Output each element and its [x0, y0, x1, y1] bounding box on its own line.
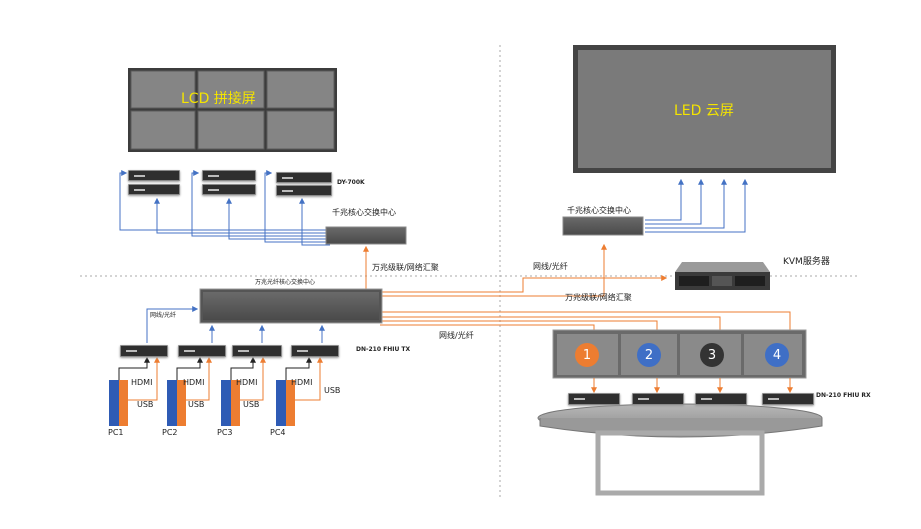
pc4-label: PC4 — [270, 428, 286, 437]
pc3-hdmi-label: HDMI — [236, 378, 258, 387]
console-slot-2: 2 — [637, 343, 661, 367]
pc2-usb-label: USB — [188, 400, 205, 409]
console-slot-4: 4 — [765, 343, 789, 367]
tx-encoder — [178, 345, 226, 357]
pc1-usb-label: USB — [137, 400, 154, 409]
tx-uplinks — [146, 306, 325, 343]
pc4-usb-label: USB — [324, 386, 341, 395]
decoder-model-label: DY-700K — [337, 179, 365, 186]
pc2-hdmi-label: HDMI — [183, 378, 205, 387]
lcd-decoder — [128, 184, 180, 195]
pc4-hdmi-label: HDMI — [291, 378, 313, 387]
lcd-decoder — [202, 170, 256, 181]
lcd-decoder — [276, 172, 332, 183]
pc1-label: PC1 — [108, 428, 124, 437]
kvm-server — [675, 262, 770, 290]
cascade-link-right — [380, 243, 668, 297]
net-fiber-label-left: 网线/光纤 — [150, 312, 177, 319]
lcd-video-wall — [128, 68, 337, 152]
rx-downlinks — [380, 311, 791, 330]
lcd-decoder — [276, 185, 332, 196]
core-switch-label: 万兆光纤核心交换中心 — [255, 279, 316, 286]
console-to-rx — [591, 378, 793, 394]
left-switch-label: 千兆核心交换中心 — [332, 208, 396, 217]
pc3-usb-label: USB — [243, 400, 260, 409]
kvm-server-label: KVM服务器 — [783, 257, 830, 267]
rx-decoder — [695, 393, 747, 405]
lcd-decoder — [128, 170, 180, 181]
pc-towers — [109, 380, 295, 426]
pc3-label: PC3 — [217, 428, 233, 437]
net-fiber-label-bottom: 网线/光纤 — [439, 331, 474, 340]
console-slot-1: 1 — [575, 343, 599, 367]
tx-encoder — [120, 345, 168, 357]
cascade-label-right: 万兆级联/网络汇聚 — [565, 293, 632, 302]
lcd-decoder-links — [119, 170, 330, 246]
net-fiber-label-kvm: 网线/光纤 — [533, 262, 568, 271]
rx-decoder — [632, 393, 684, 405]
rx-decoder — [762, 393, 814, 405]
led-screen-label: LED 云屏 — [674, 103, 734, 119]
right-switch-label: 千兆核心交换中心 — [567, 206, 631, 215]
pc1-hdmi-label: HDMI — [131, 378, 153, 387]
led-screen — [573, 45, 836, 173]
cascade-label-left: 万兆级联/网络汇聚 — [372, 263, 439, 272]
console-slot-3: 3 — [700, 343, 724, 367]
pc-cables — [118, 356, 323, 401]
tx-encoder — [291, 345, 339, 357]
lcd-wall-label: LCD 拼接屏 — [181, 91, 256, 107]
right-gigabit-switch — [562, 216, 644, 236]
rx-decoder — [568, 393, 620, 405]
tx-model-label: DN-210 FHIU TX — [356, 346, 411, 353]
tx-encoder — [232, 345, 282, 357]
pc2-label: PC2 — [162, 428, 178, 437]
lcd-decoder — [202, 184, 256, 195]
core-fiber-switch — [199, 288, 383, 324]
rx-console-panel — [552, 329, 807, 379]
conference-table — [537, 403, 823, 496]
left-gigabit-switch — [325, 226, 407, 245]
led-links — [645, 178, 748, 233]
rx-model-label: DN-210 FHIU RX — [816, 392, 871, 399]
